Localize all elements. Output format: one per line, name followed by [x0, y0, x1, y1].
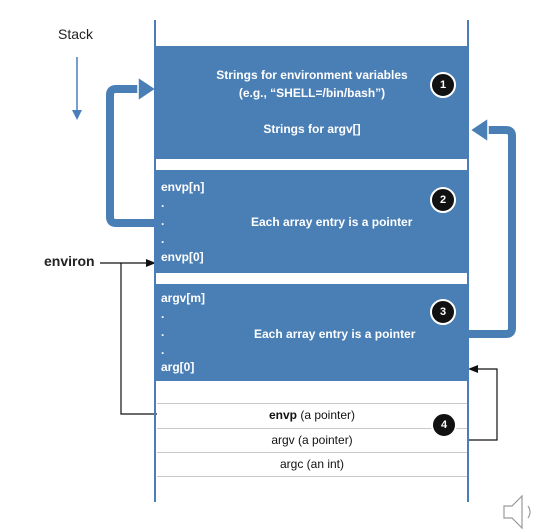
argc-row: argc (an int) — [157, 452, 467, 477]
badge-1: 1 — [430, 72, 456, 98]
envp-0-label: envp[0] — [161, 250, 204, 264]
argv-row: argv (a pointer) — [157, 428, 467, 452]
envp-pointer-note: Each array entry is a pointer — [251, 215, 413, 229]
stack-right-border — [467, 20, 469, 502]
envp-to-strings-arrow — [104, 75, 158, 229]
speaker-icon[interactable] — [498, 492, 542, 532]
argv-pointer-note: Each array entry is a pointer — [254, 327, 416, 341]
argv-pointer-arrow — [468, 365, 498, 441]
ellipsis-dot: . — [161, 214, 165, 228]
stack-label: Stack — [58, 26, 94, 42]
ellipsis-dot: . — [161, 196, 165, 210]
environ-pointer-arrow — [100, 259, 157, 415]
env-strings-label: Strings for environment variables — [216, 68, 408, 82]
arg-0-label: arg[0] — [161, 360, 195, 374]
argv-strings-label: Strings for argv[] — [263, 122, 361, 136]
badge-4: 4 — [431, 412, 457, 438]
strings-block: Strings for environment variables (e.g.,… — [156, 46, 468, 159]
badge-3: 3 — [430, 299, 456, 325]
ellipsis-dot: . — [161, 232, 165, 246]
envp-row: envp (a pointer) — [157, 403, 467, 427]
envp-row-name: envp — [268, 408, 297, 422]
badge-2: 2 — [430, 187, 456, 213]
argv-array-block: argv[m] . . . arg[0] Each array entry is… — [156, 284, 468, 381]
stack-direction-arrow — [72, 57, 82, 120]
argv-to-strings-arrow — [468, 116, 518, 340]
ellipsis-dot: . — [161, 343, 165, 357]
ellipsis-dot: . — [161, 325, 165, 339]
envp-n-label: envp[n] — [161, 180, 205, 194]
env-strings-example: (e.g., “SHELL=/bin/bash”) — [238, 86, 386, 100]
environ-label: environ — [44, 253, 95, 269]
stack-left-border — [154, 20, 156, 502]
envp-array-block: envp[n] . . . envp[0] Each array entry i… — [156, 170, 468, 273]
argv-m-label: argv[m] — [161, 291, 206, 305]
ellipsis-dot: . — [161, 307, 165, 321]
envp-row-type: (a pointer) — [300, 408, 356, 422]
